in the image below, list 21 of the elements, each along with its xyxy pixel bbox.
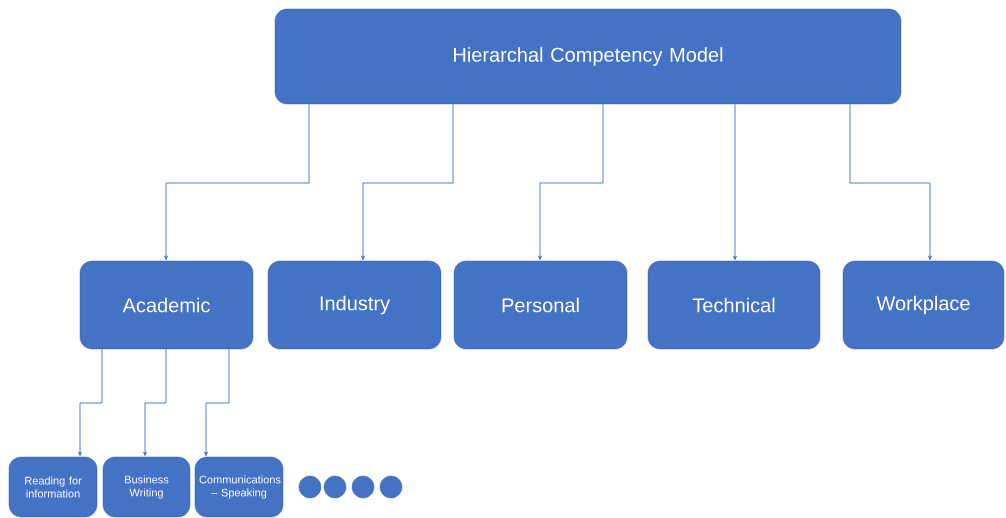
box: Personal: [453, 260, 628, 350]
arrow: [849, 103, 932, 261]
box: Technical: [647, 260, 821, 350]
dot: [298, 475, 322, 499]
arrow: [143, 348, 167, 457]
box: Communications – Speaking: [194, 456, 284, 518]
box: Academic: [79, 260, 254, 350]
arrow: [78, 348, 103, 457]
arrow: [538, 103, 604, 261]
dot: [323, 475, 347, 499]
box: Business Writing: [102, 456, 191, 518]
box: Industry: [267, 260, 442, 350]
arrow: [733, 103, 737, 261]
arrow: [164, 103, 310, 261]
box: Workplace: [842, 260, 1005, 350]
box: Hierarchal Competency Model: [274, 8, 902, 105]
dot: [379, 475, 403, 499]
dot: [351, 475, 375, 499]
arrow: [204, 348, 230, 457]
arrow: [361, 103, 454, 261]
box: Reading for information: [8, 456, 98, 518]
